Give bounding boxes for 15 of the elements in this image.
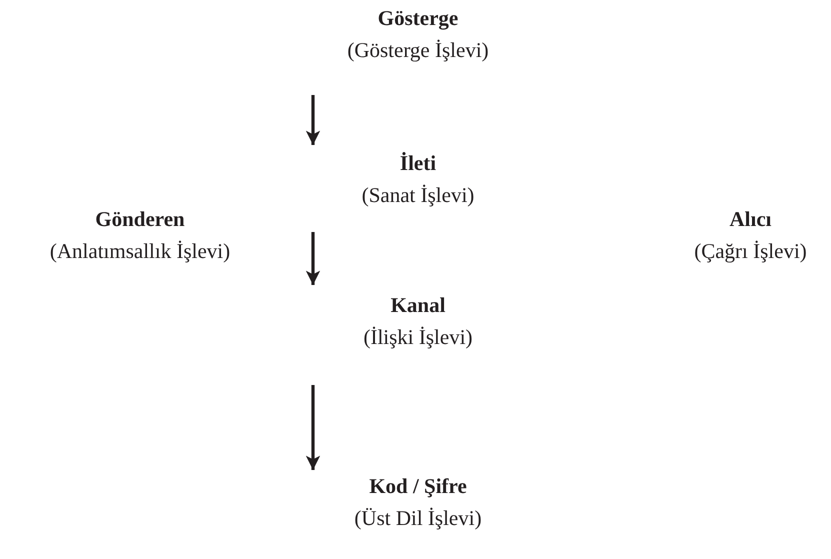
node-title: Gösterge: [378, 5, 458, 32]
arrow: [306, 385, 320, 470]
arrow: [306, 232, 320, 285]
function-label: (Üst Dil İşlevi): [354, 505, 482, 532]
arrow: [306, 95, 320, 145]
function-label: (Sanat İşlevi): [362, 182, 474, 209]
function-label: (İlişki İşlevi): [363, 324, 473, 351]
function-label: (Gösterge İşlevi): [347, 37, 489, 64]
node-title: Gönderen: [95, 206, 185, 233]
function-label: (Anlatımsallık İşlevi): [50, 238, 230, 265]
node-title: Kod / Şifre: [369, 473, 467, 500]
node-title: İleti: [400, 150, 436, 177]
node-title: Kanal: [390, 292, 446, 319]
function-label: (Çağrı İşlevi): [694, 238, 807, 265]
node-title: Alıcı: [730, 206, 772, 233]
